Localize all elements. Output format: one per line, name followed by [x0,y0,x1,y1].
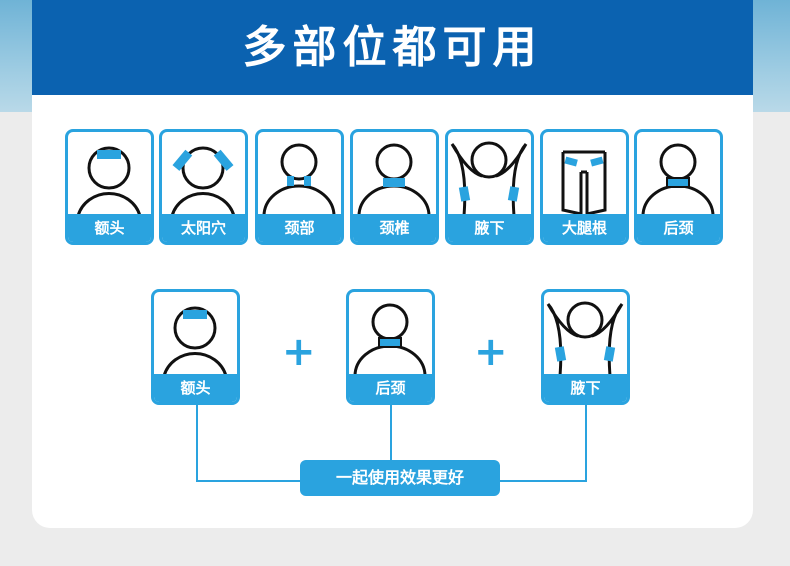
body-part-card-forehead: 额头 [151,289,240,405]
body-part-label: 大腿根 [543,214,626,242]
body-part-card-armpit: 腋下 [445,129,534,245]
forehead-icon [76,146,142,216]
groin-icon [561,150,607,216]
body-part-label: 颈椎 [353,214,436,242]
body-part-label: 太阳穴 [162,214,245,242]
back-neck-icon [641,143,715,216]
connector-line [390,403,392,460]
body-part-card-temple: 太阳穴 [159,129,248,245]
body-part-label: 额头 [154,374,237,402]
combo-use-button: 一起使用效果更好 [300,460,500,496]
body-part-card-forehead: 额头 [65,129,154,245]
connector-line [196,403,198,482]
body-part-card-neck-band: 颈椎 [350,129,439,245]
body-part-label: 额头 [68,214,151,242]
armpit-icon [450,141,528,216]
body-part-label: 后颈 [349,374,432,402]
armpit-icon [546,301,624,376]
body-part-card-back-neck: 后颈 [634,129,723,245]
connector-line [585,403,587,482]
forehead-icon [162,306,228,376]
page-title: 多部位都可用 [32,0,753,95]
connector-line [500,480,587,482]
body-part-card-armpit: 腋下 [541,289,630,405]
body-part-card-groin: 大腿根 [540,129,629,245]
body-part-label: 腋下 [544,374,627,402]
temple-icon [170,146,236,216]
body-part-label: 颈部 [258,214,341,242]
neck-band-icon [357,143,431,216]
body-part-label: 腋下 [448,214,531,242]
back-neck-icon [353,303,427,376]
body-part-card-back-neck: 后颈 [346,289,435,405]
connector-line [196,480,300,482]
plus-sign: + [282,329,316,375]
plus-sign: + [474,329,508,375]
body-part-label: 后颈 [637,214,720,242]
body-part-card-neck-sides: 颈部 [255,129,344,245]
neck-sides-icon [262,143,336,216]
